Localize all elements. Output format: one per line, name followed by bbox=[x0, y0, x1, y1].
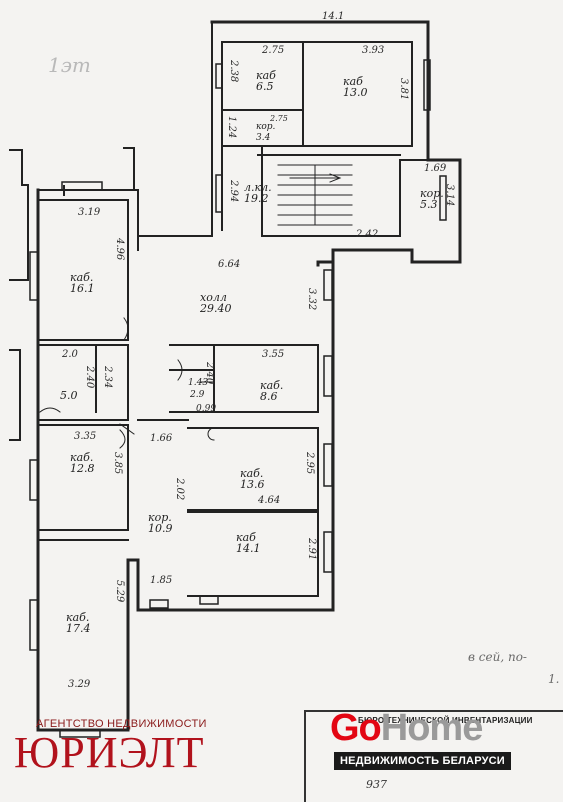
dimension: 4.96 bbox=[114, 238, 125, 261]
dimension: 2.34 bbox=[102, 366, 113, 389]
dimension: 2.42 bbox=[356, 229, 379, 240]
room-type: каб. bbox=[240, 467, 264, 480]
handwritten-note: 1. bbox=[548, 672, 560, 686]
dimension: 2.95 bbox=[304, 452, 315, 475]
room-area: 13.6 bbox=[240, 478, 265, 491]
dimension: 1.69 bbox=[424, 163, 447, 174]
room-type: холл bbox=[200, 291, 227, 304]
room-label-r9: 2.9 bbox=[190, 390, 204, 401]
handwritten-note: в сей, по- bbox=[468, 650, 527, 664]
gohome-logo: GoHome НЕДВИЖИМОСТЬ БЕЛАРУСИ bbox=[330, 708, 530, 778]
room-type: кор. bbox=[256, 122, 276, 132]
dimension: 3.85 bbox=[112, 452, 123, 475]
dimension: 3.81 bbox=[398, 78, 409, 101]
room-area: 12.8 bbox=[70, 462, 95, 475]
room-type: кор. bbox=[420, 187, 444, 200]
room-label-r12: каб.13.6 bbox=[240, 468, 265, 490]
room-area: 5.0 bbox=[60, 389, 78, 402]
page-mark: 1эт bbox=[48, 53, 91, 77]
room-type: каб. bbox=[260, 379, 284, 392]
stamp-number: 937 bbox=[366, 778, 387, 791]
bureau-stamp: БЮРО ТЕХНИЧЕСКОЙ ИНВЕНТАРИЗАЦИИ 937 bbox=[304, 710, 563, 802]
room-type: каб. bbox=[66, 611, 90, 624]
dimension: 2.40 bbox=[84, 366, 95, 389]
room-label-r4: л.кл.19.2 bbox=[244, 182, 272, 204]
dimension: 3.19 bbox=[78, 207, 101, 218]
dimension: 1.66 bbox=[150, 433, 173, 444]
room-type: каб. bbox=[70, 271, 94, 284]
room-area: 16.1 bbox=[70, 282, 95, 295]
dimension: 14.1 bbox=[322, 11, 345, 22]
room-type: каб. bbox=[70, 451, 94, 464]
dimension: 4.64 bbox=[258, 495, 281, 506]
dimension: 2.91 bbox=[306, 538, 317, 561]
room-label-r6: каб.16.1 bbox=[70, 272, 95, 294]
gohome-tagline: НЕДВИЖИМОСТЬ БЕЛАРУСИ bbox=[334, 752, 511, 770]
room-area: 3.4 bbox=[256, 133, 271, 143]
agency-logo: АГЕНТСТВО НЕДВИЖИМОСТИ ЮРИЭЛТ bbox=[14, 718, 254, 776]
dimension: 1.43 bbox=[188, 378, 209, 388]
room-area: 17.4 bbox=[66, 622, 91, 635]
dimension: 2.94 bbox=[228, 180, 239, 203]
dimension: 2.40 bbox=[204, 362, 215, 385]
dimension: 3.93 bbox=[362, 45, 385, 56]
dimension: 3.32 bbox=[306, 288, 317, 311]
room-area: 29.40 bbox=[200, 302, 232, 315]
room-type: каб bbox=[236, 531, 256, 544]
agency-subtitle: АГЕНТСТВО НЕДВИЖИМОСТИ bbox=[36, 718, 207, 730]
room-label-r8: 5.0 bbox=[60, 390, 78, 401]
dimension: 3.55 bbox=[262, 349, 285, 360]
gohome-wordmark: GoHome bbox=[330, 707, 484, 749]
room-area: 14.1 bbox=[236, 542, 261, 555]
room-label-r3: кор.3.4 bbox=[256, 122, 275, 144]
room-type: каб bbox=[343, 75, 363, 88]
dimension: 2.75 bbox=[262, 45, 285, 56]
agency-name: ЮРИЭЛТ bbox=[14, 728, 205, 777]
dimension: 5.29 bbox=[114, 580, 125, 603]
room-area: 8.6 bbox=[260, 390, 278, 403]
stamp-title: БЮРО ТЕХНИЧЕСКОЙ ИНВЕНТАРИЗАЦИИ bbox=[358, 716, 533, 725]
dimension: 3.29 bbox=[68, 679, 91, 690]
dimension: 2.0 bbox=[62, 349, 78, 360]
gohome-home: Home bbox=[380, 707, 484, 749]
room-area: 13.0 bbox=[343, 86, 368, 99]
dimension: 0.99 bbox=[196, 404, 217, 414]
room-type: кор. bbox=[148, 511, 172, 524]
room-label-r5: кор.5.3 bbox=[420, 188, 444, 210]
gohome-go: Go bbox=[330, 707, 382, 749]
dimension: 1.85 bbox=[150, 575, 173, 586]
room-type: л.кл. bbox=[244, 181, 272, 194]
room-area: 19.2 bbox=[244, 192, 269, 205]
room-area: 5.3 bbox=[420, 198, 438, 211]
dimension: 3.35 bbox=[74, 431, 97, 442]
dimension: 2.02 bbox=[174, 478, 185, 501]
room-area: 6.5 bbox=[256, 80, 274, 93]
room-area: 2.9 bbox=[190, 390, 205, 400]
room-label-r11: каб.12.8 bbox=[70, 452, 95, 474]
room-label-r10: каб.8.6 bbox=[260, 380, 283, 402]
room-label-r13: кор.10.9 bbox=[148, 512, 173, 534]
dimension: 2.75 bbox=[270, 114, 288, 123]
dimension: 2.38 bbox=[228, 60, 239, 83]
room-type: каб bbox=[256, 69, 276, 82]
dimension: 6.64 bbox=[218, 259, 241, 270]
room-area: 10.9 bbox=[148, 522, 173, 535]
dimension: 1.24 bbox=[226, 116, 237, 139]
dimension: 3.14 bbox=[444, 184, 455, 207]
room-label-r15: каб.17.4 bbox=[66, 612, 91, 634]
